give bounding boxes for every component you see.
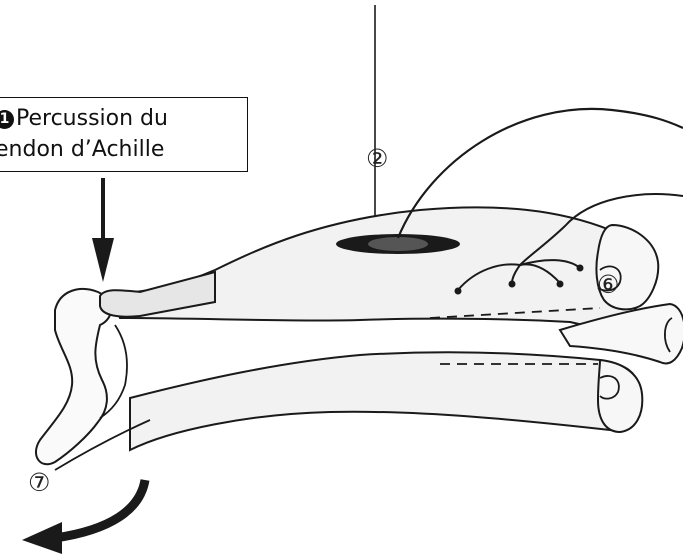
lower-muscle-end bbox=[598, 360, 642, 432]
marker-2: ② bbox=[366, 146, 388, 171]
label-number-badge: 1 bbox=[0, 110, 14, 129]
motor-endplate-4 bbox=[577, 265, 584, 272]
plantar-flexion-arrow-head bbox=[22, 522, 62, 554]
calf-muscle-lower bbox=[130, 352, 640, 450]
calf-muscle-upper bbox=[112, 207, 644, 326]
label-text-1: Percussion du bbox=[16, 106, 168, 131]
plantar-flexion-arrow-shaft bbox=[55, 480, 145, 538]
motor-endplate-3 bbox=[557, 281, 564, 288]
muscle-spindle-core bbox=[368, 237, 428, 251]
motor-endplate-2 bbox=[509, 281, 516, 288]
label-text-2: endon d’Achille bbox=[0, 134, 247, 165]
marker-6: ⑥ bbox=[597, 272, 619, 297]
heel-calcaneus bbox=[36, 289, 111, 464]
percussion-arrow-head bbox=[92, 238, 114, 282]
motor-endplate-1 bbox=[455, 288, 462, 295]
marker-7: ⑦ bbox=[28, 470, 50, 495]
